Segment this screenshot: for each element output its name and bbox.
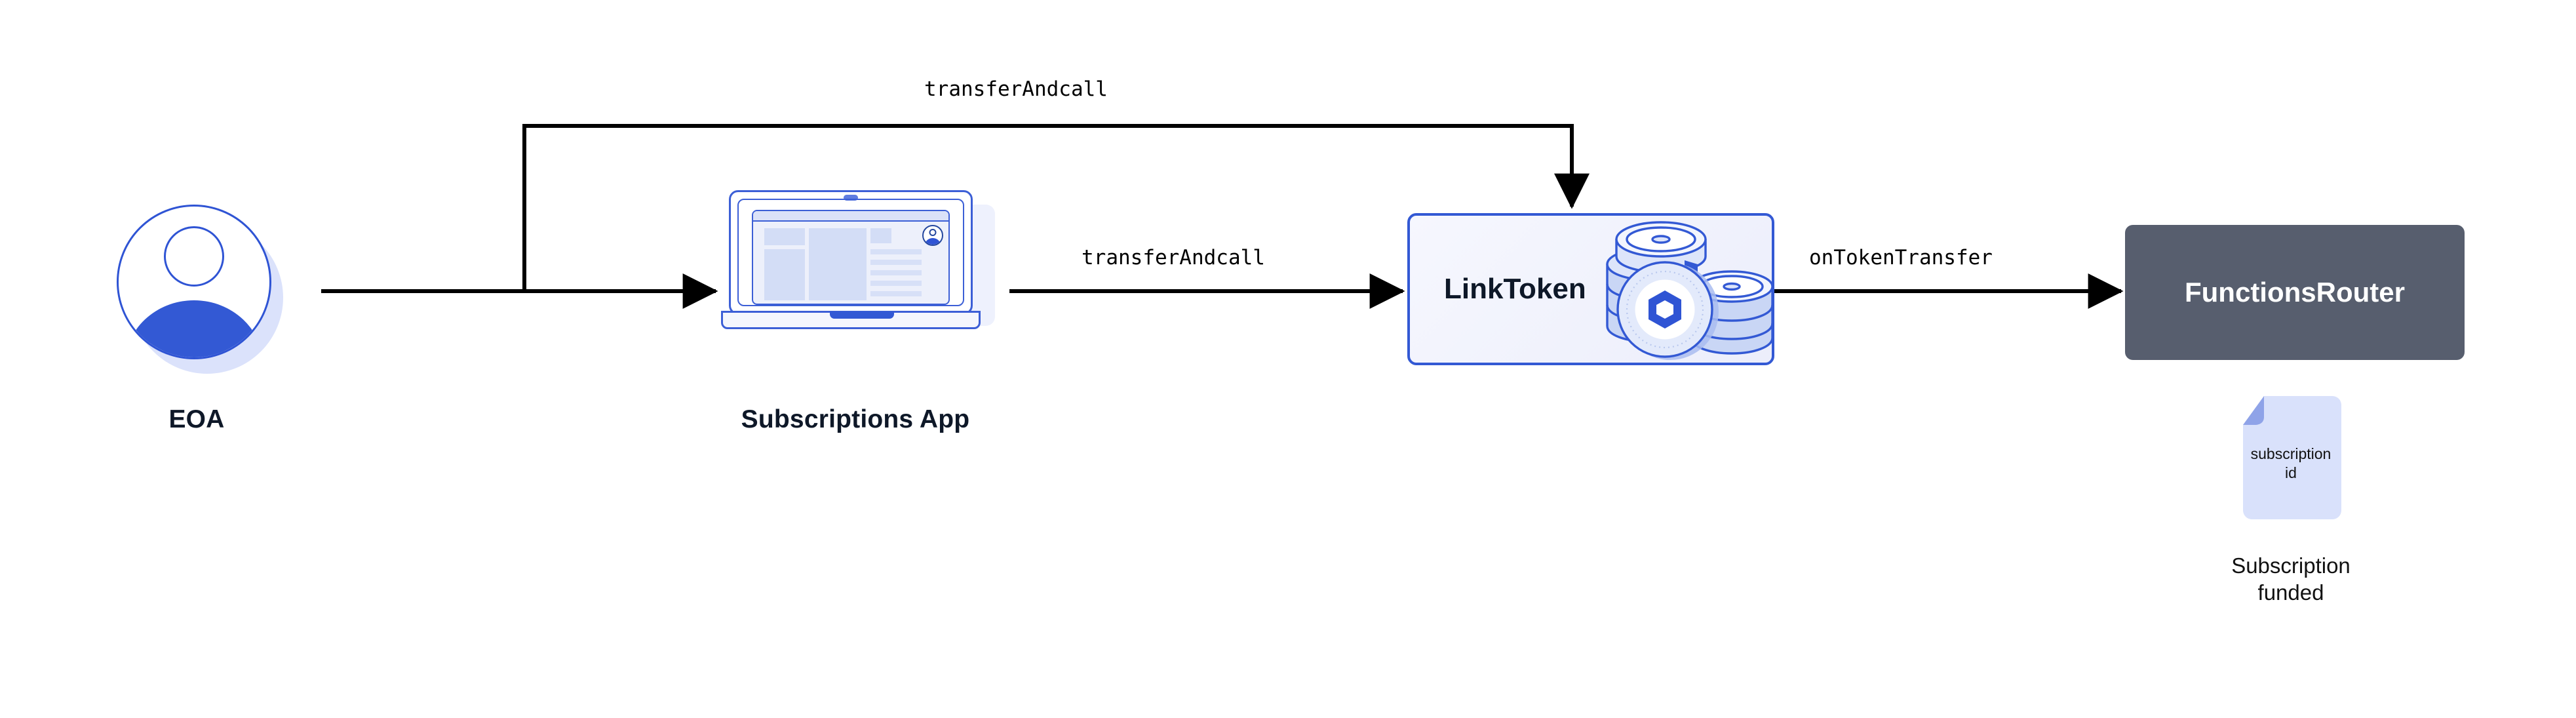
- node-eoa[interactable]: [105, 197, 288, 374]
- app-avatar-body-icon: [925, 238, 941, 245]
- node-functions-router[interactable]: FunctionsRouter: [2125, 225, 2465, 360]
- user-avatar-icon: [117, 205, 271, 359]
- laptop-trackpad-notch: [830, 311, 894, 319]
- laptop-camera-icon: [844, 195, 858, 201]
- app-user-avatar-icon: [922, 225, 943, 246]
- app-line-3: [870, 270, 922, 275]
- document-text-line2: id: [2285, 464, 2297, 481]
- caption-line2: funded: [2257, 580, 2324, 605]
- caption-line1: Subscription: [2231, 553, 2351, 578]
- link-coins-icon: [1593, 213, 1789, 370]
- document-text-line1: subscription: [2250, 445, 2332, 462]
- app-line-2: [870, 260, 922, 265]
- app-line-1: [870, 249, 922, 254]
- edge-label-linktoken-to-router: onTokenTransfer: [1809, 246, 1993, 269]
- laptop-screen: [752, 210, 950, 305]
- app-block-c: [809, 228, 867, 300]
- app-line-4: [870, 281, 922, 286]
- edge-eoa-to-linktoken: [522, 124, 1590, 291]
- app-line-5: [870, 291, 922, 296]
- document-text: subscription id: [2242, 445, 2340, 483]
- avatar-head-icon: [164, 226, 224, 287]
- node-subscription-document[interactable]: subscription id: [2235, 393, 2347, 525]
- laptop-bezel: [737, 199, 964, 306]
- edge-label-app-to-linktoken: transferAndcall: [1082, 246, 1265, 269]
- app-window-titlebar: [753, 211, 948, 222]
- app-avatar-head-icon: [929, 229, 937, 236]
- app-block-a: [764, 228, 805, 245]
- avatar-body-icon: [125, 300, 263, 357]
- node-label-eoa: EOA: [168, 405, 225, 433]
- laptop-icon: [729, 190, 973, 315]
- app-block-d: [870, 228, 891, 243]
- node-label-functions-router: FunctionsRouter: [2185, 277, 2405, 308]
- document-icon: [2243, 396, 2341, 519]
- edge-label-eoa-to-linktoken: transferAndcall: [924, 77, 1108, 101]
- node-label-linktoken: LinkToken: [1444, 273, 1586, 305]
- node-subscriptions-app[interactable]: [721, 190, 1003, 341]
- node-label-subscriptions-app: Subscriptions App: [741, 405, 970, 433]
- app-block-b: [764, 249, 805, 300]
